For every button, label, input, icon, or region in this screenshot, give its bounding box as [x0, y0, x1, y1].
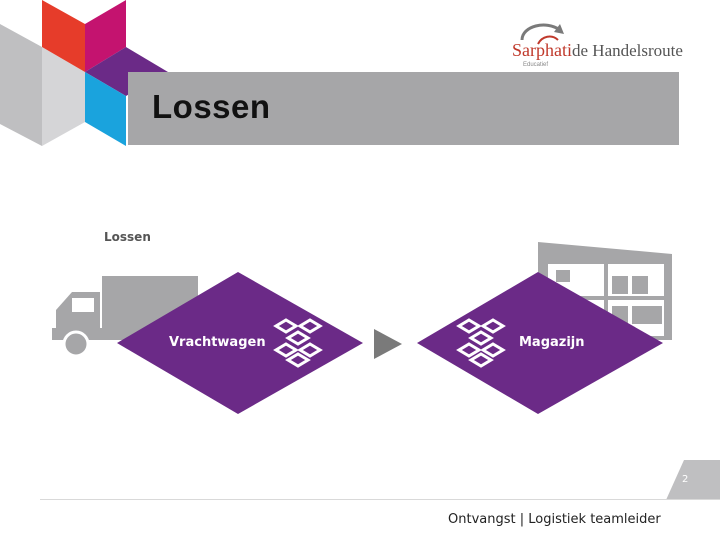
corner-star-decoration: [0, 0, 168, 146]
slide-title: Lossen: [152, 88, 271, 125]
boxes-icon: [456, 318, 506, 368]
diagram-caption: Lossen: [104, 230, 151, 244]
star-gray-center: [42, 47, 85, 146]
arrow-right-icon: [374, 329, 402, 359]
logo-name: de Handelsroute: [572, 41, 683, 60]
title-band: [128, 72, 679, 145]
star-red: [42, 0, 85, 72]
star-gray-left: [0, 24, 42, 146]
logo-brand: Sarphati: [512, 40, 572, 60]
star-blue: [85, 72, 126, 146]
boxes-icon: [273, 318, 323, 368]
star-magenta: [85, 0, 126, 72]
logo-arrows-icon: [520, 23, 564, 45]
diamond-magazijn: [417, 272, 663, 414]
footer-text: Ontvangst | Logistiek teamleider: [448, 512, 661, 527]
label-magazijn: Magazijn: [519, 335, 585, 350]
footer-divider: [40, 499, 720, 500]
page-number-badge: [666, 460, 720, 500]
label-vrachtwagen: Vrachtwagen: [169, 335, 266, 350]
diamond-vrachtwagen: [117, 272, 363, 414]
logo-subtitle: Educatief: [523, 62, 549, 68]
page-number: 2: [682, 474, 689, 485]
